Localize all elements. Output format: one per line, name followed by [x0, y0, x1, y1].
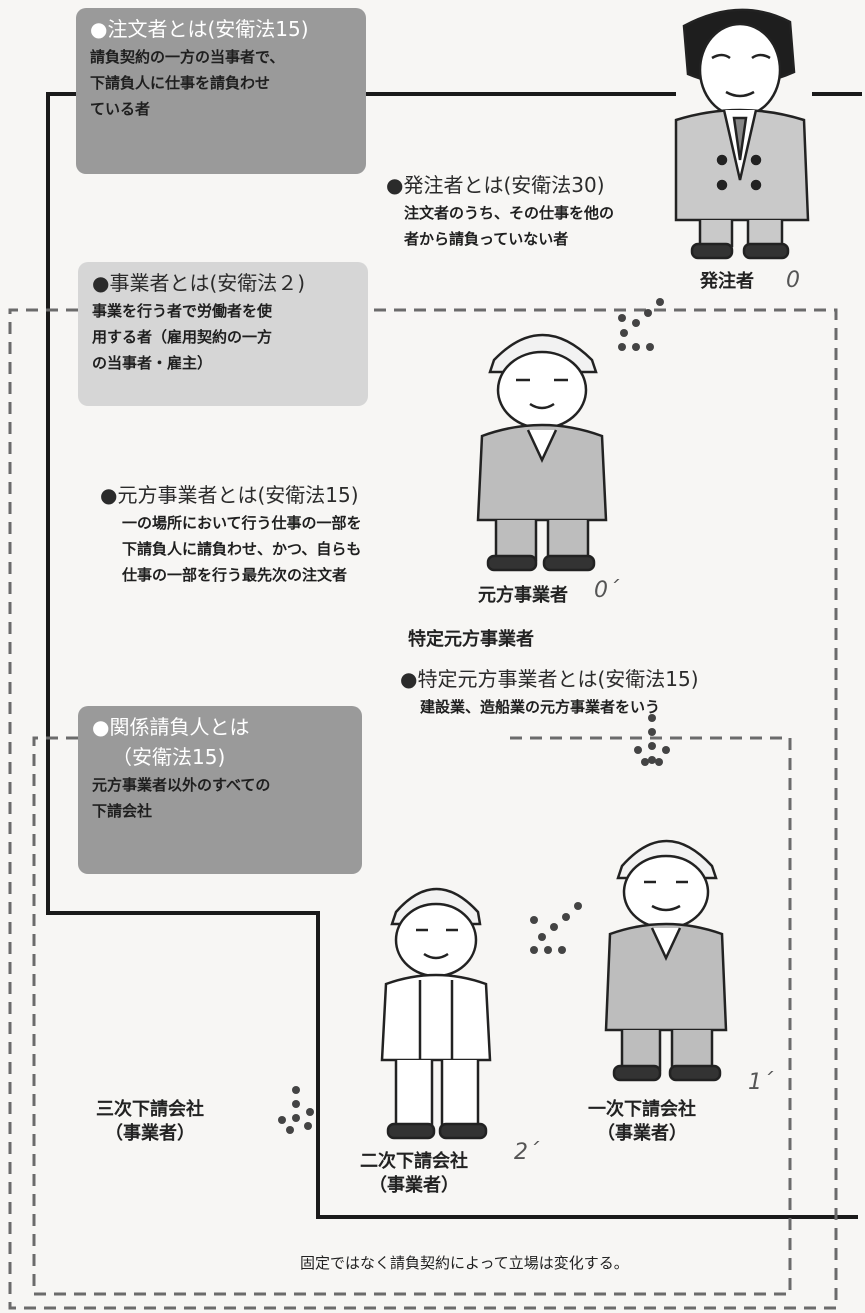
motokata-heading: ●元方事業者とは(安衛法15) [100, 483, 359, 507]
ichiji-mark: 1´ [748, 1070, 773, 1095]
sanji-label: 三次下請会社 （事業者） [96, 1098, 204, 1146]
jigyosha-heading: ●事業者とは(安衛法２) [92, 271, 306, 295]
motokata-label: 元方事業者 [478, 585, 568, 606]
arrow-ichiji-to-niji [530, 902, 582, 954]
motokata-definition: ●元方事業者とは(安衛法15) 一の場所において行う仕事の一部を 下請負人に請負… [100, 480, 362, 588]
motokata-mark: 0´ [594, 578, 619, 603]
jigyosha-dashed-region [8, 308, 838, 1310]
chumonsha-line-2: 下請負人に仕事を請負わせ [90, 74, 271, 92]
niji-mark: 2´ [514, 1140, 539, 1165]
jigyosha-box: ●事業者とは(安衛法２) 事業を行う者で労働者を使 用する者（雇用契約の一方 の… [78, 262, 368, 406]
niji-label: 二次下請会社 （事業者） [360, 1150, 468, 1198]
niji-label-line-2: （事業者） [369, 1175, 459, 1196]
chumonsha-line-3: ている者 [90, 100, 151, 118]
ichiji-label-line-2: （事業者） [597, 1123, 687, 1144]
chumonsha-heading: ●注文者とは(安衛法15) [90, 17, 309, 41]
chumonsha-bracket-line [46, 92, 858, 1219]
jigyosha-line-1: 事業を行う者で労働者を使 [92, 302, 273, 320]
ichiji-label: 一次下請会社 （事業者） [588, 1098, 696, 1146]
jigyosha-line-3: の当事者・雇主） [92, 354, 213, 372]
hacchusha-heading: ●発注者とは(安衛法30) [386, 173, 605, 197]
sanji-label-line-2: （事業者） [105, 1123, 195, 1144]
kankei-line-2: 下請会社 [92, 802, 153, 820]
tokutei-heading: ●特定元方事業者とは(安衛法15) [400, 667, 699, 691]
motokata-line-2: 下請負人に請負わせ、かつ、自らも [122, 540, 362, 558]
tokutei-definition: ●特定元方事業者とは(安衛法15) 建設業、造船業の元方事業者をいう [400, 664, 699, 720]
kankei-heading: ●関係請負人とは [92, 715, 250, 739]
chumonsha-line-1: 請負契約の一方の当事者で、 [90, 48, 285, 66]
tokutei-line-1: 建設業、造船業の元方事業者をいう [420, 698, 661, 716]
motokata-line-3: 仕事の一部を行う最先次の注文者 [122, 566, 348, 584]
kankei-box: ●関係請負人とは （安衛法15) 元方事業者以外のすべての 下請会社 [78, 706, 362, 874]
niji-label-line-1: 二次下請会社 [360, 1151, 468, 1172]
hacchusha-line-1: 注文者のうち、その仕事を他の [404, 204, 615, 222]
hacchusha-definition: ●発注者とは(安衛法30) 注文者のうち、その仕事を他の 者から請負っていない者 [386, 170, 614, 252]
sanji-label-line-1: 三次下請会社 [96, 1099, 204, 1120]
arrow-hacchusha-to-motokata [618, 298, 664, 351]
arrow-motokata-to-ichiji [634, 714, 670, 766]
arrow-niji-to-sanji [278, 1086, 314, 1134]
hacchusha-label: 発注者 [700, 271, 754, 292]
chumonsha-box: ●注文者とは(安衛法15) 請負契約の一方の当事者で、 下請負人に仕事を請負わせ… [76, 8, 366, 174]
jigyosha-line-2: 用する者（雇用契約の一方 [92, 328, 273, 346]
ichiji-label-line-1: 一次下請会社 [588, 1099, 696, 1120]
hacchusha-mark: 0 [786, 268, 800, 293]
motokata-line-1: 一の場所において行う仕事の一部を [122, 514, 362, 532]
tokutei-label: 特定元方事業者 [408, 629, 534, 650]
footer-note: 固定ではなく請負契約によって立場は変化する。 [300, 1254, 629, 1272]
kankei-line-1: 元方事業者以外のすべての [92, 776, 271, 794]
kankei-heading-2: （安衛法15) [112, 745, 226, 769]
hacchusha-line-2: 者から請負っていない者 [404, 230, 569, 248]
